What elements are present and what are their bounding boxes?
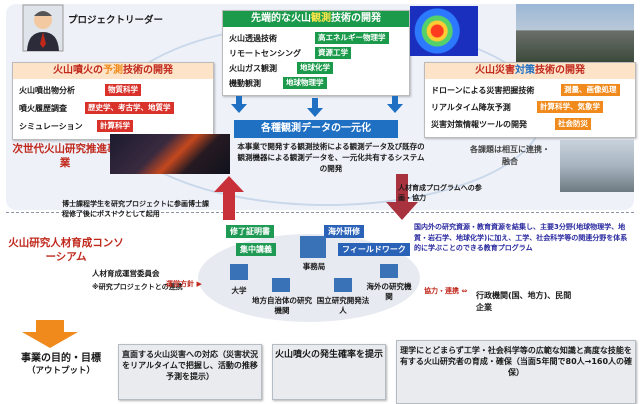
volcano-photo bbox=[516, 4, 634, 62]
goal-label: 事業の目的・目標 （アウトプット） bbox=[6, 352, 116, 378]
flow-arrows bbox=[231, 96, 403, 117]
consortium-desc: 国内外の研究資源・教育資源を結集し、主要3分野(地球物理学、地質・岩石学、地球化… bbox=[414, 223, 628, 252]
observation-title: 先端的な火山観測技術の開発 bbox=[223, 11, 409, 27]
next-gen-project-label: 次世代火山研究推進事業 bbox=[12, 143, 118, 169]
observation-panel: 先端的な火山観測技術の開発 火山透過技術 高エネルギー物理学 リモートセンシング… bbox=[222, 10, 410, 96]
unified-data-desc: 本事業で開発する観測技術による観測データ及び既存の観測機器による観測データを、一… bbox=[237, 142, 425, 173]
university-label: 大学 bbox=[231, 286, 247, 295]
arrow-down-icon bbox=[387, 96, 403, 113]
obs-row-tag: 地球物理学 bbox=[283, 77, 327, 89]
simulation-image bbox=[410, 6, 478, 56]
pred-row-label: 噴火履歴調査 bbox=[19, 104, 67, 113]
local-gov-label: 地方自治体の研究機関 bbox=[252, 296, 312, 315]
countermeasure-title: 火山災害対策技術の開発 bbox=[425, 63, 635, 79]
overseas-training-label: 海外研修 bbox=[324, 225, 364, 238]
arrow-down-icon bbox=[307, 98, 323, 117]
person-icon bbox=[22, 4, 64, 52]
goal-subtitle: （アウトプット） bbox=[26, 366, 95, 376]
prediction-title: 火山噴火の予測技術の開発 bbox=[13, 63, 213, 79]
output-box: 理学にとどまらず工学・社会科学等の広範な知識と高度な技能を有する火山研究者の育成… bbox=[396, 340, 636, 404]
facility-photo bbox=[560, 140, 634, 192]
arrow-up-icon bbox=[214, 176, 244, 220]
building-icon bbox=[380, 264, 398, 278]
hr-program-note: 人材育成プログラムへの参画・協力 bbox=[398, 184, 482, 202]
arrow-down-icon bbox=[22, 320, 78, 348]
prediction-panel: 火山噴火の予測技術の開発 火山噴出物分析 物質科学 噴火履歴調査 歴史学、考古学… bbox=[12, 62, 214, 140]
cooperation-label: 協力・連携 bbox=[424, 287, 459, 295]
committee-note: ※研究プロジェクトとの連携 bbox=[92, 283, 183, 291]
arrow-down-icon bbox=[231, 96, 247, 113]
cooperation-arrow: 協力・連携 ⇔ bbox=[424, 287, 468, 295]
integration-note: 各課題は相互に連携・融合 bbox=[470, 145, 550, 166]
admin-bodies-label: 行政機関(国、地方)、民間企業 bbox=[476, 291, 572, 312]
consortium-title: 火山研究人材育成コンソーシアム bbox=[8, 237, 124, 263]
building-icon bbox=[230, 264, 248, 280]
arrow-down-icon bbox=[386, 174, 418, 220]
unified-data-title: 各種観測データの一元化 bbox=[234, 120, 398, 138]
section-divider bbox=[6, 212, 634, 213]
building-icon bbox=[334, 278, 352, 292]
cm-row-label: ドローンによる災害把握技術 bbox=[431, 86, 535, 95]
building-icon bbox=[300, 236, 326, 258]
natl-institute-label: 国立研究開発法人 bbox=[316, 296, 370, 315]
obs-row-tag: 資源工学 bbox=[315, 47, 351, 59]
pred-row-label: シミュレーション bbox=[19, 122, 83, 131]
building-icon bbox=[272, 278, 290, 292]
goal-title: 事業の目的・目標 bbox=[21, 353, 101, 364]
intensive-course-label: 集中講義 bbox=[236, 243, 276, 256]
countermeasure-panel: 火山災害対策技術の開発 ドローンによる災害把握技術 測量、画像処理 リアルタイム… bbox=[424, 62, 636, 138]
operation-policy-arrow: 運営方針 ▶ bbox=[166, 280, 202, 288]
lava-photo bbox=[110, 134, 230, 174]
pred-row-tag: 計算科学 bbox=[97, 120, 133, 132]
obs-row-label: 火山透過技術 bbox=[229, 34, 277, 43]
obs-row-tag: 地球化学 bbox=[297, 62, 333, 74]
cm-row-label: 災害対策情報ツールの開発 bbox=[431, 120, 527, 129]
overseas-institute-label: 海外の研究機関 bbox=[366, 282, 412, 301]
pred-row-label: 火山噴出物分析 bbox=[19, 86, 75, 95]
operation-policy-label: 運営方針 bbox=[166, 280, 194, 288]
obs-row-label: 火山ガス観測 bbox=[229, 64, 277, 73]
obs-row-tag: 高エネルギー物理学 bbox=[315, 32, 389, 44]
pred-row-tag: 物質科学 bbox=[105, 84, 141, 96]
fieldwork-label: フィールドワーク bbox=[338, 243, 410, 256]
certificate-label: 修了証明書 bbox=[226, 225, 274, 238]
pred-row-tag: 歴史学、考古学、地質学 bbox=[85, 102, 174, 114]
phd-student-note: 博士課程学生を研究プロジェクトに参画博士課程修了後にポスドクとして起用 bbox=[62, 200, 209, 218]
output-box: 火山噴火の発生確率を提示 bbox=[272, 344, 386, 400]
output-box: 直面する火山災害への対応（災害状況をリアルタイムで把握し、活動の推移予測を提示） bbox=[118, 344, 262, 400]
secretariat-label: 事務局 bbox=[302, 262, 326, 271]
obs-row-label: リモートセンシング bbox=[229, 49, 301, 58]
cm-row-label: リアルタイム降灰予測 bbox=[431, 103, 511, 112]
committee-label: 人材育成運営委員会 bbox=[92, 269, 160, 278]
cm-row-tag: 測量、画像処理 bbox=[561, 84, 620, 96]
cm-row-tag: 計算科学、気象学 bbox=[537, 101, 603, 113]
obs-row-label: 機動観測 bbox=[229, 79, 261, 88]
leader-label: プロジェクトリーダー bbox=[68, 15, 164, 26]
cm-row-tag: 社会防災 bbox=[555, 118, 591, 130]
